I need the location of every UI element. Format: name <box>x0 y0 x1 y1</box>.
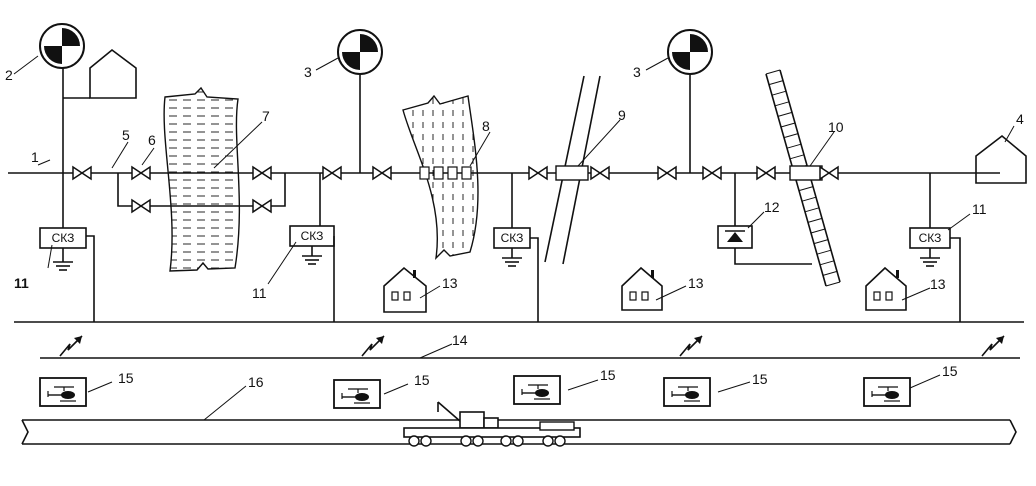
house-13b <box>621 266 663 311</box>
helicopter-icon <box>863 377 911 407</box>
valve-icon <box>131 198 151 214</box>
house-13a <box>383 266 427 313</box>
helicopter-icon <box>513 375 561 405</box>
label-13c: 13 <box>930 276 946 292</box>
radio-link-icon <box>679 335 703 357</box>
label-3b: 3 <box>633 64 641 80</box>
radio-link-icon <box>59 335 83 357</box>
label-8: 8 <box>482 118 490 134</box>
label-2: 2 <box>5 67 13 83</box>
skz-station-3: СКЗ <box>493 227 539 322</box>
valve-icon <box>657 165 677 181</box>
skz-label: СКЗ <box>52 231 75 245</box>
skz-station-1: СКЗ <box>39 227 95 322</box>
valves <box>72 165 839 214</box>
leader-lines <box>13 55 1015 421</box>
helicopter-icon <box>663 377 711 407</box>
fittings <box>419 166 472 180</box>
helicopter-icon <box>333 379 381 409</box>
valve-icon <box>372 165 392 181</box>
valve-icon <box>702 165 722 181</box>
skz-label: СКЗ <box>501 231 524 245</box>
helicopter-icon <box>39 377 87 407</box>
label-15c: 15 <box>600 367 616 383</box>
valve-icon <box>322 165 342 181</box>
label-11b: 11 <box>252 285 267 301</box>
crane-truck <box>403 401 581 447</box>
marker-sign-3b <box>667 29 713 75</box>
marker-sign-2 <box>39 23 85 69</box>
river-crossing <box>163 86 241 272</box>
label-14: 14 <box>452 332 468 348</box>
label-4: 4 <box>1016 111 1024 127</box>
end-house-4 <box>975 134 1027 184</box>
house-left <box>89 48 137 99</box>
radio-link-icon <box>981 335 1005 357</box>
label-5: 5 <box>122 127 130 143</box>
label-11a: 11 <box>14 275 29 291</box>
skz-label: СКЗ <box>919 231 942 245</box>
valve-icon <box>590 165 610 181</box>
label-16: 16 <box>248 374 264 390</box>
label-11c: 11 <box>972 201 987 217</box>
skz-station-2: СКЗ <box>289 225 335 322</box>
house-13c <box>865 266 907 311</box>
marker-sign-3a <box>337 29 383 75</box>
valve-icon <box>131 165 151 181</box>
helicopter-patrol-boxes <box>39 375 911 409</box>
radio-link-icon <box>361 335 385 357</box>
label-13a: 13 <box>442 275 458 291</box>
valve-icon <box>72 165 92 181</box>
label-1: 1 <box>31 149 39 165</box>
skz-label: СКЗ <box>301 229 324 243</box>
radio-links <box>59 335 1005 357</box>
label-3a: 3 <box>304 64 312 80</box>
label-10: 10 <box>828 119 844 135</box>
valve-icon <box>252 198 272 214</box>
label-6: 6 <box>148 132 156 148</box>
label-9: 9 <box>618 107 626 123</box>
valve-icon <box>756 165 776 181</box>
drainage-station-12 <box>717 225 812 265</box>
label-15e: 15 <box>942 363 958 379</box>
label-15a: 15 <box>118 370 134 386</box>
valve-icon <box>528 165 548 181</box>
label-12: 12 <box>764 199 780 215</box>
valve-icon <box>252 165 272 181</box>
road-crossing <box>544 75 601 265</box>
label-15d: 15 <box>752 371 768 387</box>
skz-station-4: СКЗ <box>909 227 961 322</box>
valve-icon <box>819 165 839 181</box>
label-15b: 15 <box>414 372 430 388</box>
railway-crossing <box>765 69 841 287</box>
label-13b: 13 <box>688 275 704 291</box>
label-7: 7 <box>262 108 270 124</box>
